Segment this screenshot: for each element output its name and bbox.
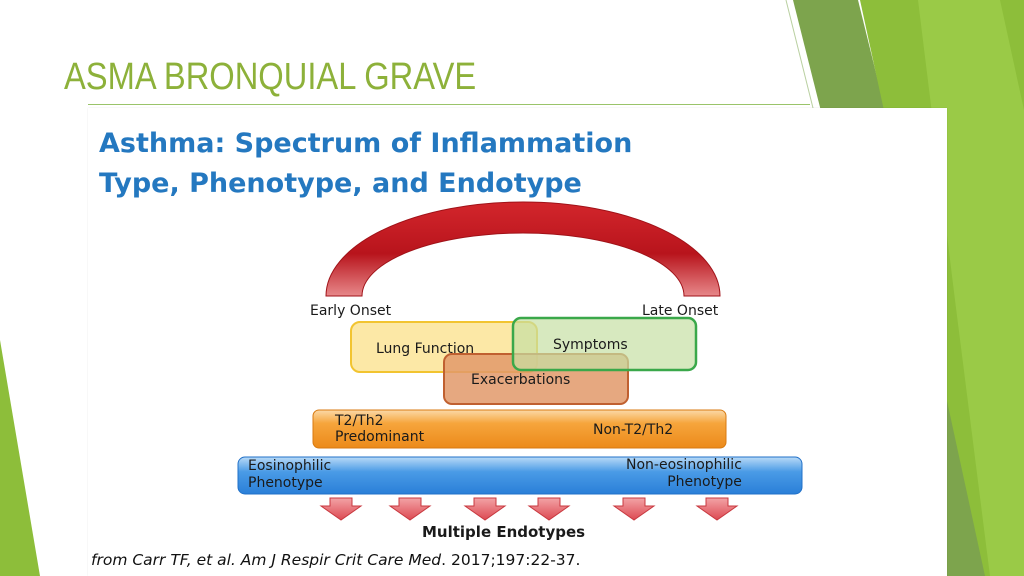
diagram-panel: Asthma: Spectrum of Inflammation Type, P… [88,108,947,576]
citation-journal: Am J Respir Crit Care Med [240,551,442,569]
early-onset-label: Early Onset [310,303,392,319]
diagram-graphics [237,201,803,521]
onset-arc [325,201,721,297]
diagram-title-line1: Asthma: Spectrum of Inflammation [99,128,633,159]
t2-label-line2: Predominant [335,429,425,445]
citation: from Carr TF, et al. Am J Respir Crit Ca… [91,551,580,569]
diagram-title-line2: Type, Phenotype, and Endotype [99,168,582,199]
eosinophilic-label: Eosinophilic Phenotype [248,458,331,492]
exacerbations-label: Exacerbations [471,372,571,388]
t2-predominant-label: T2/Th2 Predominant [335,413,424,445]
lung-function-label: Lung Function [376,341,475,357]
citation-prefix: from Carr TF, et al. [91,551,236,569]
non-eosinophilic-line2: Phenotype [667,474,742,490]
citation-suffix: . 2017;197:22-37. [441,551,581,569]
title-divider [88,104,810,105]
non-t2-label: Non-T2/Th2 [593,422,674,438]
endotype-arrow [527,497,571,521]
non-eosinophilic-label: Non-eosinophilic Phenotype [626,457,742,491]
eosinophilic-line1: Eosinophilic [248,458,332,474]
endotype-arrow [463,497,507,521]
t2-bar [312,409,727,449]
t2-label-line1: T2/Th2 [335,413,384,429]
phenotype-bar [237,456,803,495]
endotype-arrow [388,497,432,521]
symptoms-box [511,316,698,372]
deco-shape-left [0,340,40,576]
diagram-title: Asthma: Spectrum of Inflammation Type, P… [99,124,632,204]
endotype-arrow [612,497,656,521]
endotype-arrows [319,497,739,521]
non-eosinophilic-line1: Non-eosinophilic [626,457,742,473]
endotype-arrow [319,497,363,521]
symptoms-label: Symptoms [553,337,628,353]
endotype-arrow [695,497,739,521]
eosinophilic-line2: Phenotype [248,475,323,491]
late-onset-label: Late Onset [642,303,719,319]
slide-title: ASMA BRONQUIAL GRAVE [64,56,477,98]
multiple-endotypes-label: Multiple Endotypes [422,523,586,541]
